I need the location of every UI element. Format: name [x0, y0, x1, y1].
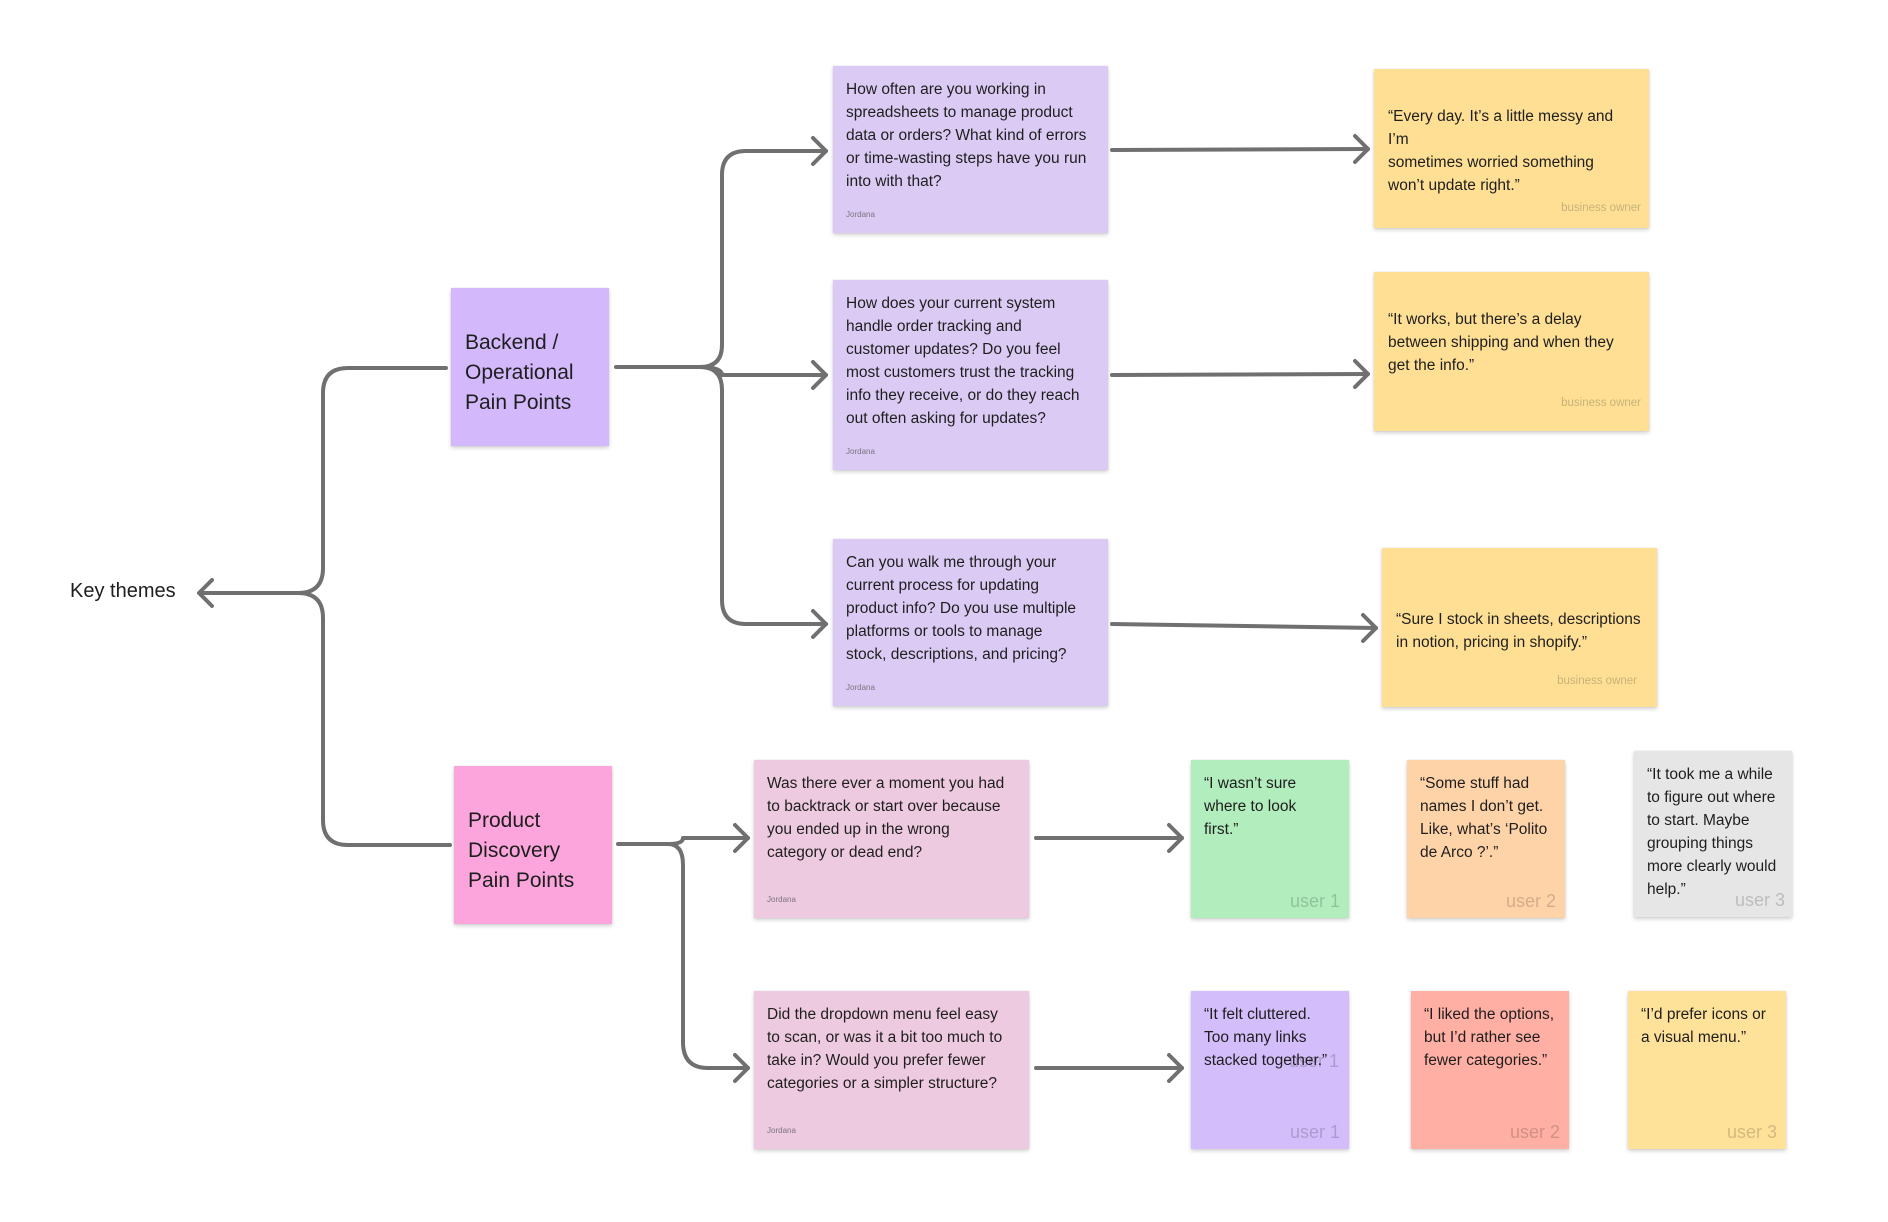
theme-label-discovery: Product Discovery Pain Points: [468, 809, 575, 892]
arrowhead-discovery-q2: [733, 1053, 750, 1083]
author-label: Jordana: [767, 1126, 796, 1135]
connector-backend-q1: [614, 149, 828, 369]
user-tag: user 3: [1726, 1122, 1777, 1142]
connector-backend-q2: [698, 365, 828, 377]
user-tag: user 2: [1505, 891, 1556, 911]
arrowhead-discovery-a2: [1167, 1053, 1184, 1083]
connector-discovery-q2: [666, 842, 750, 1070]
answer-text: “Every day. It’s a little messy and I’m …: [1388, 108, 1614, 194]
arrowhead-discovery-a1: [1167, 823, 1184, 853]
ghost-user-tag: user 1: [1288, 1051, 1339, 1071]
response-sticky-discovery-2-user-1[interactable]: user 1 “It felt cluttered. Too many link…: [1191, 991, 1349, 1149]
response-text: “I wasn’t sure where to look first.”: [1204, 775, 1297, 838]
root-arrowhead: [197, 578, 214, 608]
response-text: “Some stuff had names I don’t get. Like,…: [1420, 775, 1548, 861]
question-sticky-discovery-1[interactable]: Was there ever a moment you had to backt…: [754, 760, 1029, 918]
author-label: Jordana: [767, 895, 796, 904]
answer-tag: business owner: [1561, 397, 1641, 409]
response-text: “It felt cluttered. Too many links stack…: [1204, 1006, 1328, 1069]
response-sticky-discovery-1-user-1[interactable]: “I wasn’t sure where to look first.” use…: [1191, 760, 1349, 918]
answer-tag: business owner: [1561, 202, 1641, 214]
author-label: Jordana: [846, 447, 875, 456]
answer-sticky-backend-2[interactable]: “It works, but there’s a delay between s…: [1374, 272, 1649, 431]
arrowhead-backend-q1: [811, 136, 828, 166]
arrowhead-backend-a2: [1353, 359, 1370, 389]
arrowhead-backend-q2: [811, 360, 828, 390]
response-text: “It took me a while to figure out where …: [1647, 766, 1777, 898]
arrowhead-backend-a3: [1361, 613, 1378, 643]
connector-discovery-q1: [616, 836, 750, 846]
question-sticky-discovery-2[interactable]: Did the dropdown menu feel easy to scan,…: [754, 991, 1029, 1149]
response-sticky-discovery-1-user-2[interactable]: “Some stuff had names I don’t get. Like,…: [1407, 760, 1565, 918]
connector-root-trunk-lower: [296, 591, 452, 847]
question-sticky-backend-3[interactable]: Can you walk me through your current pro…: [833, 539, 1108, 706]
question-text: How often are you working in spreadsheet…: [846, 81, 1087, 190]
question-text: Was there ever a moment you had to backt…: [767, 775, 1005, 861]
answer-sticky-backend-3[interactable]: “Sure I stock in sheets, descriptions in…: [1382, 548, 1657, 707]
connector-backend-a2: [1110, 372, 1370, 377]
theme-label-backend: Backend / Operational Pain Points: [465, 331, 574, 414]
arrowhead-backend-q3: [811, 609, 828, 639]
response-sticky-discovery-1-user-3[interactable]: “It took me a while to figure out where …: [1634, 751, 1792, 917]
question-sticky-backend-2[interactable]: How does your current system handle orde…: [833, 280, 1108, 470]
response-text: “I liked the options, but I’d rather see…: [1424, 1006, 1555, 1069]
answer-tag: business owner: [1557, 675, 1637, 687]
user-tag: user 1: [1289, 1122, 1340, 1142]
question-text: How does your current system handle orde…: [846, 295, 1080, 427]
question-text: Can you walk me through your current pro…: [846, 554, 1077, 663]
answer-text: “It works, but there’s a delay between s…: [1388, 311, 1614, 374]
user-tag: user 3: [1734, 890, 1785, 910]
root-label-key-themes[interactable]: Key themes: [70, 580, 176, 602]
arrowhead-backend-a1: [1353, 134, 1370, 164]
response-text: “I’d prefer icons or a visual menu.”: [1641, 1006, 1766, 1046]
connector-backend-a3: [1110, 622, 1378, 630]
answer-sticky-backend-1[interactable]: “Every day. It’s a little messy and I’m …: [1374, 69, 1649, 228]
user-tag: user 2: [1509, 1122, 1560, 1142]
connector-backend-q3: [698, 365, 828, 626]
response-sticky-discovery-2-user-3[interactable]: “I’d prefer icons or a visual menu.” use…: [1628, 991, 1786, 1149]
question-sticky-backend-1[interactable]: How often are you working in spreadsheet…: [833, 66, 1108, 233]
theme-sticky-backend[interactable]: Backend / Operational Pain Points: [451, 288, 609, 446]
arrowhead-discovery-q1: [733, 823, 750, 853]
user-tag: user 1: [1289, 891, 1340, 911]
theme-sticky-discovery[interactable]: Product Discovery Pain Points: [454, 766, 612, 924]
author-label: Jordana: [846, 683, 875, 692]
response-sticky-discovery-2-user-2[interactable]: “I liked the options, but I’d rather see…: [1411, 991, 1569, 1149]
answer-text: “Sure I stock in sheets, descriptions in…: [1396, 611, 1641, 651]
question-text: Did the dropdown menu feel easy to scan,…: [767, 1006, 1003, 1092]
connector-root-trunk: [200, 366, 448, 595]
author-label: Jordana: [846, 210, 875, 219]
connector-backend-a1: [1110, 147, 1370, 152]
